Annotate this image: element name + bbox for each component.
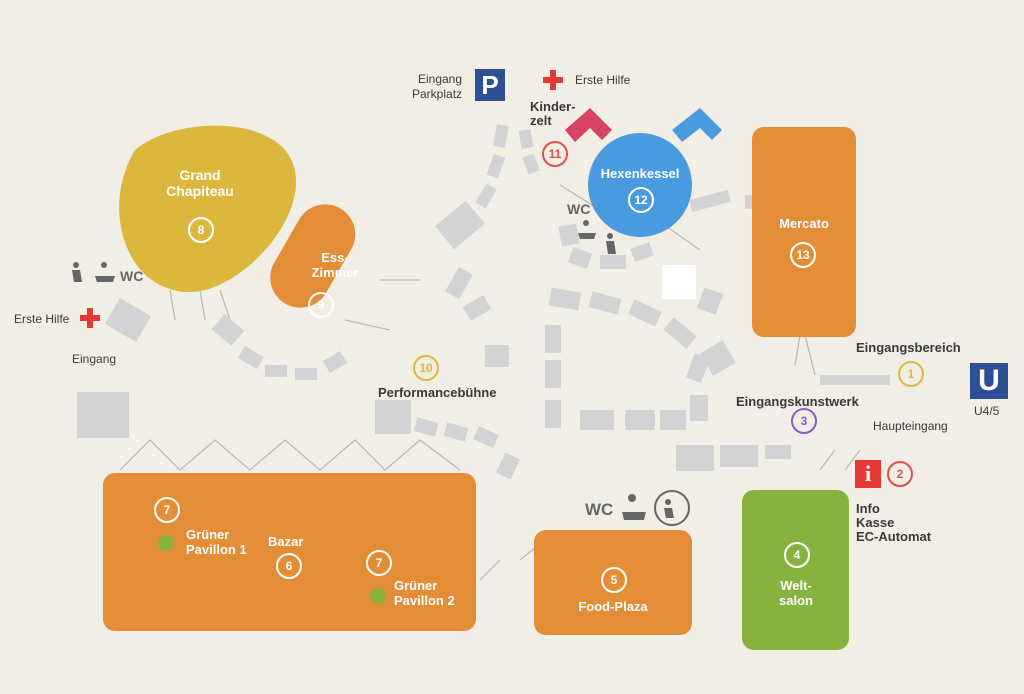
path-tiles bbox=[77, 124, 890, 480]
ubahn-line-label: U4/5 bbox=[974, 404, 1000, 418]
info-sign bbox=[855, 460, 881, 488]
first-aid-cross-top-icon bbox=[543, 70, 563, 90]
gruener-pavillon-2-dot bbox=[370, 588, 386, 604]
first-aid-cross-left-icon bbox=[80, 308, 100, 328]
parking-icon: P bbox=[481, 70, 499, 100]
wc-mid-label: WC bbox=[567, 201, 591, 217]
facility-icons-bottom bbox=[622, 490, 690, 526]
food-plaza-label: Food-Plaza bbox=[578, 599, 648, 614]
kinderzelt-label: Kinder- zelt bbox=[530, 99, 576, 128]
gruener-pavillon-2-label: Grüner Pavillon 2 bbox=[394, 578, 455, 608]
parking-sign bbox=[475, 69, 505, 101]
white-square bbox=[662, 265, 696, 299]
hexenkessel-number: 12 bbox=[628, 187, 654, 213]
ubahn-icon: U bbox=[978, 364, 1000, 397]
bazar-number: 6 bbox=[276, 553, 302, 579]
mercato-label: Mercato bbox=[779, 216, 829, 231]
ubahn-sign bbox=[970, 363, 1008, 399]
ess-zimmer-number: 9 bbox=[308, 292, 334, 318]
food-plaza-number: 5 bbox=[601, 567, 627, 593]
gruener-pavillon-1-number: 7 bbox=[154, 497, 180, 523]
gruener-pavillon-1-label: Grüner Pavillon 1 bbox=[186, 527, 247, 557]
wc-left-label: WC bbox=[120, 268, 144, 284]
grand-chapiteau-label: Grand Chapiteau bbox=[166, 167, 234, 199]
eingangsbereich-label: Eingangsbereich bbox=[856, 340, 961, 355]
hexenkessel-handle bbox=[672, 108, 722, 142]
gruener-pavillon-2-number: 7 bbox=[366, 550, 392, 576]
weltsalon-number: 4 bbox=[784, 542, 810, 568]
info-number: 2 bbox=[887, 461, 913, 487]
grand-chapiteau-number: 8 bbox=[188, 217, 214, 243]
info-icon: i bbox=[864, 461, 872, 486]
facility-icons-left bbox=[72, 262, 115, 282]
ess-zimmer-shape[interactable] bbox=[259, 193, 366, 318]
grand-chapiteau-shape[interactable] bbox=[119, 125, 297, 293]
erste-hilfe-top-label: Erste Hilfe bbox=[575, 73, 631, 87]
hexenkessel-shape[interactable] bbox=[588, 133, 692, 237]
mercato-shape[interactable] bbox=[752, 127, 856, 337]
hexenkessel-label: Hexenkessel bbox=[600, 166, 680, 181]
mercato-number: 13 bbox=[790, 242, 816, 268]
ess-zimmer-label: Ess- Zimmer bbox=[311, 250, 359, 280]
eingang-label: Eingang bbox=[72, 352, 117, 366]
erste-hilfe-left-label: Erste Hilfe bbox=[14, 312, 70, 326]
bazar-label: Bazar bbox=[268, 534, 304, 549]
haupteingang-label: Haupteingang bbox=[873, 419, 948, 433]
weltsalon-label: Welt- salon bbox=[779, 578, 813, 608]
gruener-pavillon-1-dot bbox=[158, 535, 174, 551]
eingangskunstwerk-number: 3 bbox=[791, 408, 817, 434]
info-label: Info Kasse EC-Automat bbox=[856, 501, 932, 544]
kinderzelt-number: 11 bbox=[542, 141, 568, 167]
facility-icons-mid bbox=[578, 220, 616, 254]
performancebuehne-label: Performancebühne bbox=[378, 385, 497, 400]
kinderzelt-shape[interactable] bbox=[565, 108, 612, 142]
performancebuehne-number: 10 bbox=[413, 355, 439, 381]
eingangsbereich-number: 1 bbox=[898, 361, 924, 387]
weltsalon-shape[interactable] bbox=[742, 490, 849, 650]
wc-bottom-label: WC bbox=[585, 500, 614, 519]
eingangskunstwerk-label: Eingangskunstwerk bbox=[736, 394, 859, 409]
eingang-parkplatz-label: Eingang Parkplatz bbox=[412, 72, 463, 101]
